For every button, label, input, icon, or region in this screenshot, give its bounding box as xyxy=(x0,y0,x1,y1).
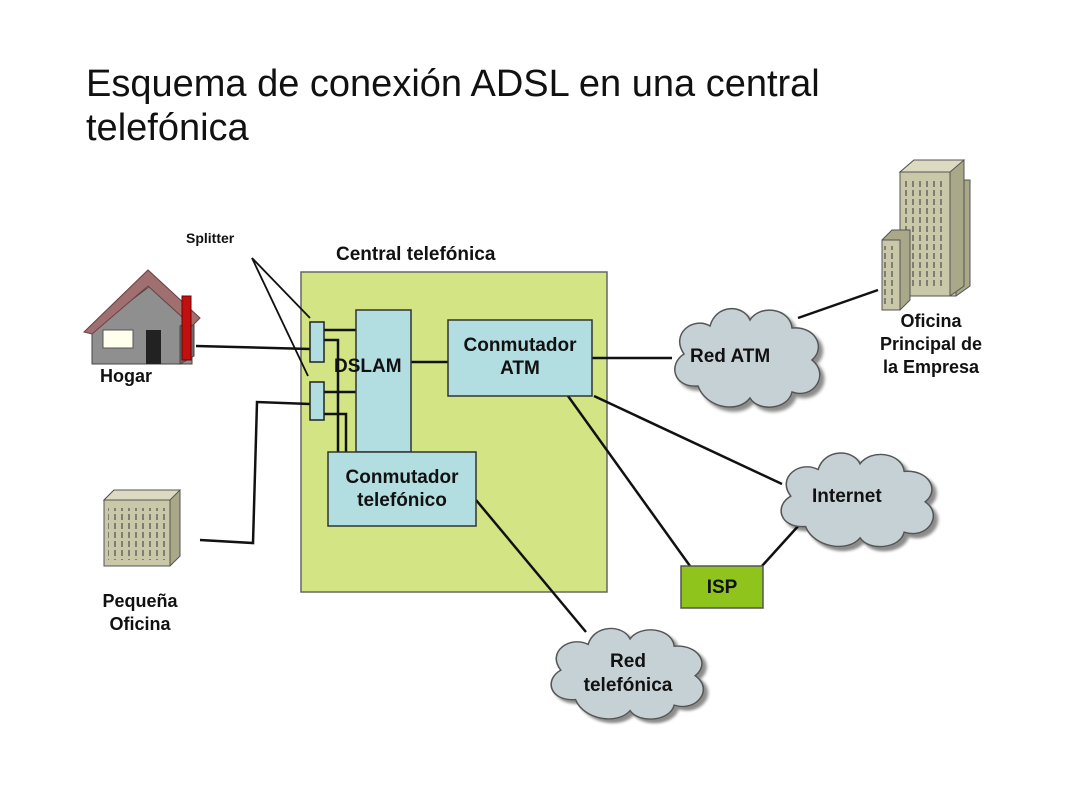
line-isp-internet xyxy=(761,523,801,567)
line-telefonico-redtel xyxy=(475,499,587,633)
oficina-principal-label: Oficina Principal de la Empresa xyxy=(879,311,983,377)
central-label: Central telefónica xyxy=(336,244,496,265)
pequena-oficina-label: Pequeña Oficina xyxy=(102,591,178,634)
line-atm-internet xyxy=(593,394,783,486)
splitter-label: Splitter xyxy=(186,230,235,246)
dslam-label: DSLAM xyxy=(334,356,402,377)
office-building-icon xyxy=(102,489,182,567)
hogar-label: Hogar xyxy=(100,366,153,386)
internet-label: Internet xyxy=(812,486,882,507)
page-title: Esquema de conexión ADSL en una central … xyxy=(86,63,820,149)
splitter-arrow-2 xyxy=(251,257,309,377)
skyscraper-icon xyxy=(881,159,971,311)
line-oficina-splitter xyxy=(199,400,311,545)
line-atm-isp xyxy=(566,395,692,567)
conmutador-atm-box xyxy=(447,319,593,397)
conmutador-telefonico-box xyxy=(327,451,477,527)
connection-lines xyxy=(195,257,879,633)
line-redatm-oficina xyxy=(797,288,879,320)
splitter-2 xyxy=(309,381,325,421)
conmutador-atm-label: Conmutador ATM xyxy=(463,335,577,379)
red-telefonica-label: Red telefónica xyxy=(583,651,673,696)
splitter-1 xyxy=(309,321,325,363)
line-hogar-splitter xyxy=(195,344,311,351)
conmutador-telefonico-label: Conmutador telefónico xyxy=(345,467,459,511)
red-atm-label: Red ATM xyxy=(690,346,771,367)
isp-box xyxy=(680,565,764,609)
isp-label: ISP xyxy=(706,577,738,598)
dslam-box xyxy=(355,309,412,453)
house-icon xyxy=(83,269,201,365)
splitter-arrow-1 xyxy=(251,257,311,319)
